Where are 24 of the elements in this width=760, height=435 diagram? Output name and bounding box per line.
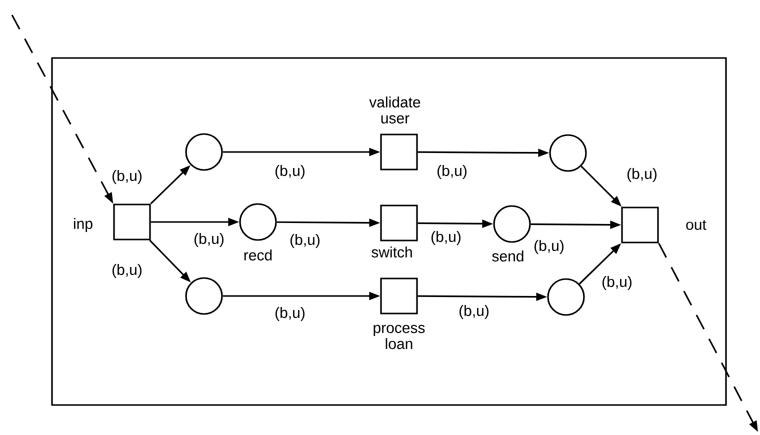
node-label: recd (244, 249, 272, 260)
edge-label: (b,u) (458, 304, 490, 320)
edge-label: (b,u) (110, 169, 144, 185)
edge-label: (b,u) (532, 239, 566, 255)
place-circle (185, 277, 223, 315)
edge-label: (b,u) (430, 230, 462, 246)
edge-label: (b,u) (600, 275, 634, 291)
place-circle (547, 278, 585, 316)
edge-label: (b,u) (626, 167, 658, 183)
edge-label: (b,u) (436, 164, 468, 180)
node-label: inp (74, 218, 92, 232)
edge-label: (b,u) (110, 263, 144, 279)
edge-label: (b,u) (274, 306, 306, 322)
edge-label: (b,u) (274, 164, 306, 180)
node-label: send (492, 250, 524, 262)
node-label: out (686, 220, 706, 230)
frame-box (51, 57, 727, 406)
edge-label: (b,u) (192, 232, 226, 248)
node-label: switch (372, 246, 412, 258)
place-circle (549, 134, 587, 172)
node-label: process loan (374, 324, 425, 350)
place-circle (185, 133, 223, 171)
node-label: validate user (369, 96, 420, 124)
edge-label: (b,u) (288, 233, 322, 249)
